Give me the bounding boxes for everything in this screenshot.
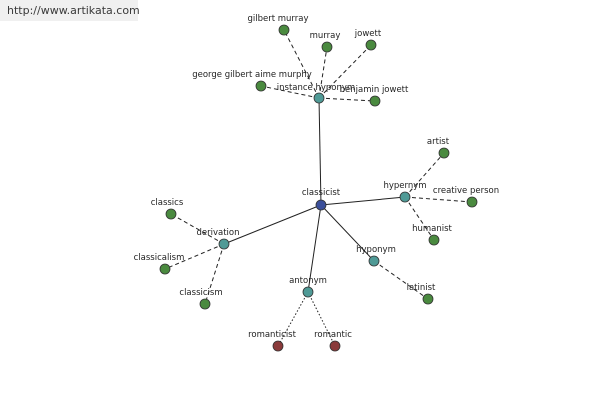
edge-classicist-hypernym xyxy=(320,196,406,206)
node-murray[interactable] xyxy=(321,41,333,53)
edge-instance-hyponym-jowett xyxy=(318,44,372,99)
node-gilbert-murray[interactable] xyxy=(278,24,290,36)
node-label-classicism[interactable]: classicism xyxy=(179,288,222,298)
node-creative-person[interactable] xyxy=(466,196,478,208)
node-antonym[interactable] xyxy=(302,286,314,298)
edge-hyponym-latinist xyxy=(373,260,429,300)
edge-derivation-classics xyxy=(170,213,225,245)
edge-classicist-instance-hyponym xyxy=(318,97,322,206)
edge-hypernym-humanist xyxy=(404,196,435,241)
node-instance-hyponym[interactable] xyxy=(313,92,325,104)
edge-derivation-classicism xyxy=(204,243,225,305)
graph-nodes xyxy=(159,24,478,352)
node-classicalism[interactable] xyxy=(159,263,171,275)
node-classicist[interactable] xyxy=(315,199,327,211)
node-label-murray[interactable]: murray xyxy=(310,31,341,41)
node-label-romanticist[interactable]: romanticist xyxy=(248,330,297,340)
url-banner[interactable]: http://www.artikata.com xyxy=(0,0,140,21)
node-label-hyponym[interactable]: hyponym xyxy=(356,245,396,255)
node-label-antonym[interactable]: antonym xyxy=(289,276,327,286)
node-humanist[interactable] xyxy=(428,234,440,246)
node-latinist[interactable] xyxy=(422,293,434,305)
node-jowett[interactable] xyxy=(365,39,377,51)
node-label-artist[interactable]: artist xyxy=(427,137,450,147)
node-label-romantic[interactable]: romantic xyxy=(314,330,352,340)
edge-instance-hyponym-george-gilbert-aime-murphy xyxy=(260,85,320,99)
node-artist[interactable] xyxy=(438,147,450,159)
node-label-george-gilbert-aime-murphy[interactable]: george gilbert aime murphy xyxy=(192,70,312,80)
node-label-creative-person[interactable]: creative person xyxy=(433,186,499,196)
edge-instance-hyponym-benjamin-jowett xyxy=(318,97,376,102)
node-classics[interactable] xyxy=(165,208,177,220)
edge-instance-hyponym-murray xyxy=(318,46,328,99)
edge-derivation-classicalism xyxy=(164,243,225,270)
node-label-instance-hyponym[interactable]: instance hyponym xyxy=(277,83,355,93)
graph-edges xyxy=(164,29,473,347)
node-label-benjamin-jowett[interactable]: benjamin jowett xyxy=(340,85,409,95)
edge-classicist-hyponym xyxy=(320,204,375,262)
node-label-jowett[interactable]: jowett xyxy=(354,29,382,39)
node-benjamin-jowett[interactable] xyxy=(369,95,381,107)
edge-hypernym-artist xyxy=(404,152,445,198)
edge-instance-hyponym-gilbert-murray xyxy=(283,29,320,99)
node-label-gilbert-murray[interactable]: gilbert murray xyxy=(247,14,308,24)
node-derivation[interactable] xyxy=(218,238,230,250)
edge-classicist-derivation xyxy=(223,204,322,245)
node-label-latinist[interactable]: latinist xyxy=(407,283,436,293)
node-romanticist[interactable] xyxy=(272,340,284,352)
node-label-classics[interactable]: classics xyxy=(151,198,184,208)
node-label-humanist[interactable]: humanist xyxy=(412,224,452,234)
node-label-classicalism[interactable]: classicalism xyxy=(134,253,185,263)
node-label-classicist[interactable]: classicist xyxy=(302,188,341,198)
edge-classicist-antonym xyxy=(307,204,322,293)
edge-hypernym-creative-person xyxy=(404,196,473,203)
node-label-hypernym[interactable]: hypernym xyxy=(383,181,426,191)
node-george-gilbert-aime-murphy[interactable] xyxy=(255,80,267,92)
node-hypernym[interactable] xyxy=(399,191,411,203)
node-hyponym[interactable] xyxy=(368,255,380,267)
node-label-derivation[interactable]: derivation xyxy=(196,228,239,238)
node-classicism[interactable] xyxy=(199,298,211,310)
edge-antonym-romantic xyxy=(307,291,336,347)
node-romantic[interactable] xyxy=(329,340,341,352)
